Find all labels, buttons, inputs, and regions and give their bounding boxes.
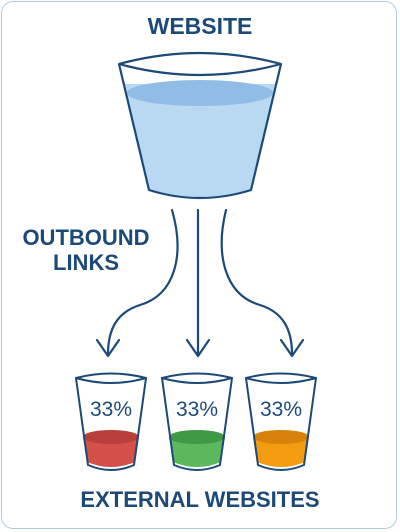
website-title: WEBSITE [148, 13, 253, 39]
arrow-center [185, 208, 211, 358]
cup-green: 33% [160, 372, 234, 471]
cup-orange: 33% [244, 372, 318, 471]
arrow-right [220, 208, 305, 358]
cup-green-percent: 33% [176, 398, 218, 421]
cup-orange-percent: 33% [260, 398, 302, 421]
outbound-label-line1: OUTBOUND [22, 225, 149, 250]
arrow-left [95, 208, 179, 358]
cup-red-liquid [83, 437, 139, 467]
website-glass [117, 51, 283, 200]
cup-orange-liquid-top [253, 430, 309, 444]
cup-green-liquid-top [169, 430, 225, 444]
cup-orange-liquid [253, 437, 309, 467]
cup-red: 33% [74, 372, 148, 471]
outbound-label-line2: LINKS [53, 250, 119, 275]
cup-red-liquid-top [83, 430, 139, 444]
external-websites-label: EXTERNAL WEBSITES [80, 487, 319, 512]
cup-green-liquid [169, 437, 225, 467]
cup-red-percent: 33% [90, 398, 132, 421]
water-surface [127, 80, 273, 106]
